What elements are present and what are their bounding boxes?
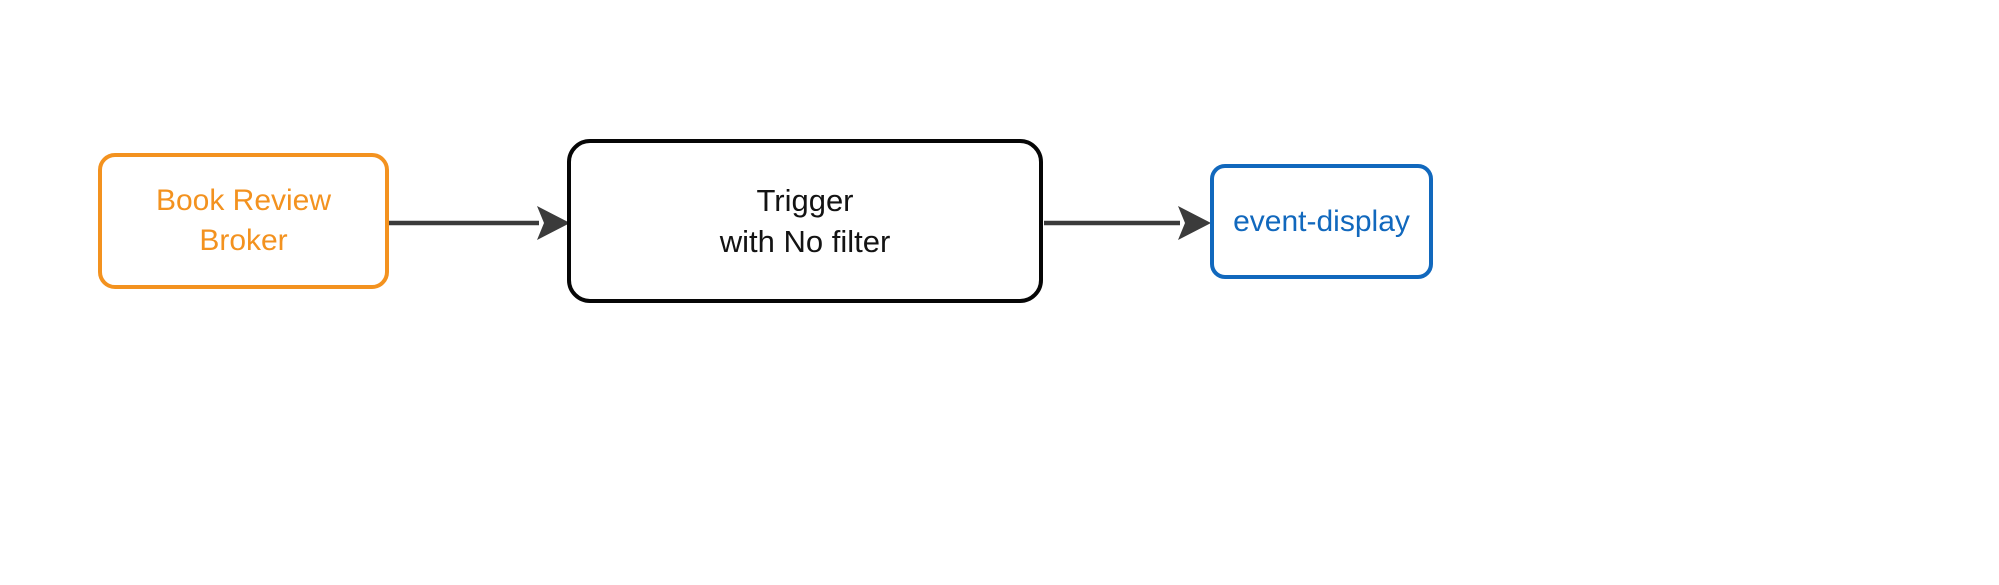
node-label-line-1: event-display (1233, 204, 1410, 238)
node-label-line-2: with No filter (719, 224, 891, 259)
arrow-trigger-to-event-display (1044, 206, 1211, 240)
arrow-broker-to-trigger (389, 206, 570, 240)
node-trigger-with-no-filter[interactable]: Trigger with No filter (567, 139, 1043, 303)
arrow-head-icon (1178, 206, 1211, 240)
node-event-display[interactable]: event-display (1210, 164, 1433, 279)
node-label-line-1: Book Review (155, 184, 332, 218)
node-label-line-2: Broker (199, 224, 288, 257)
node-label-line-1: Trigger (756, 182, 854, 218)
arrow-head-icon (537, 206, 570, 240)
node-book-review-broker[interactable]: Book Review Broker (98, 153, 389, 289)
